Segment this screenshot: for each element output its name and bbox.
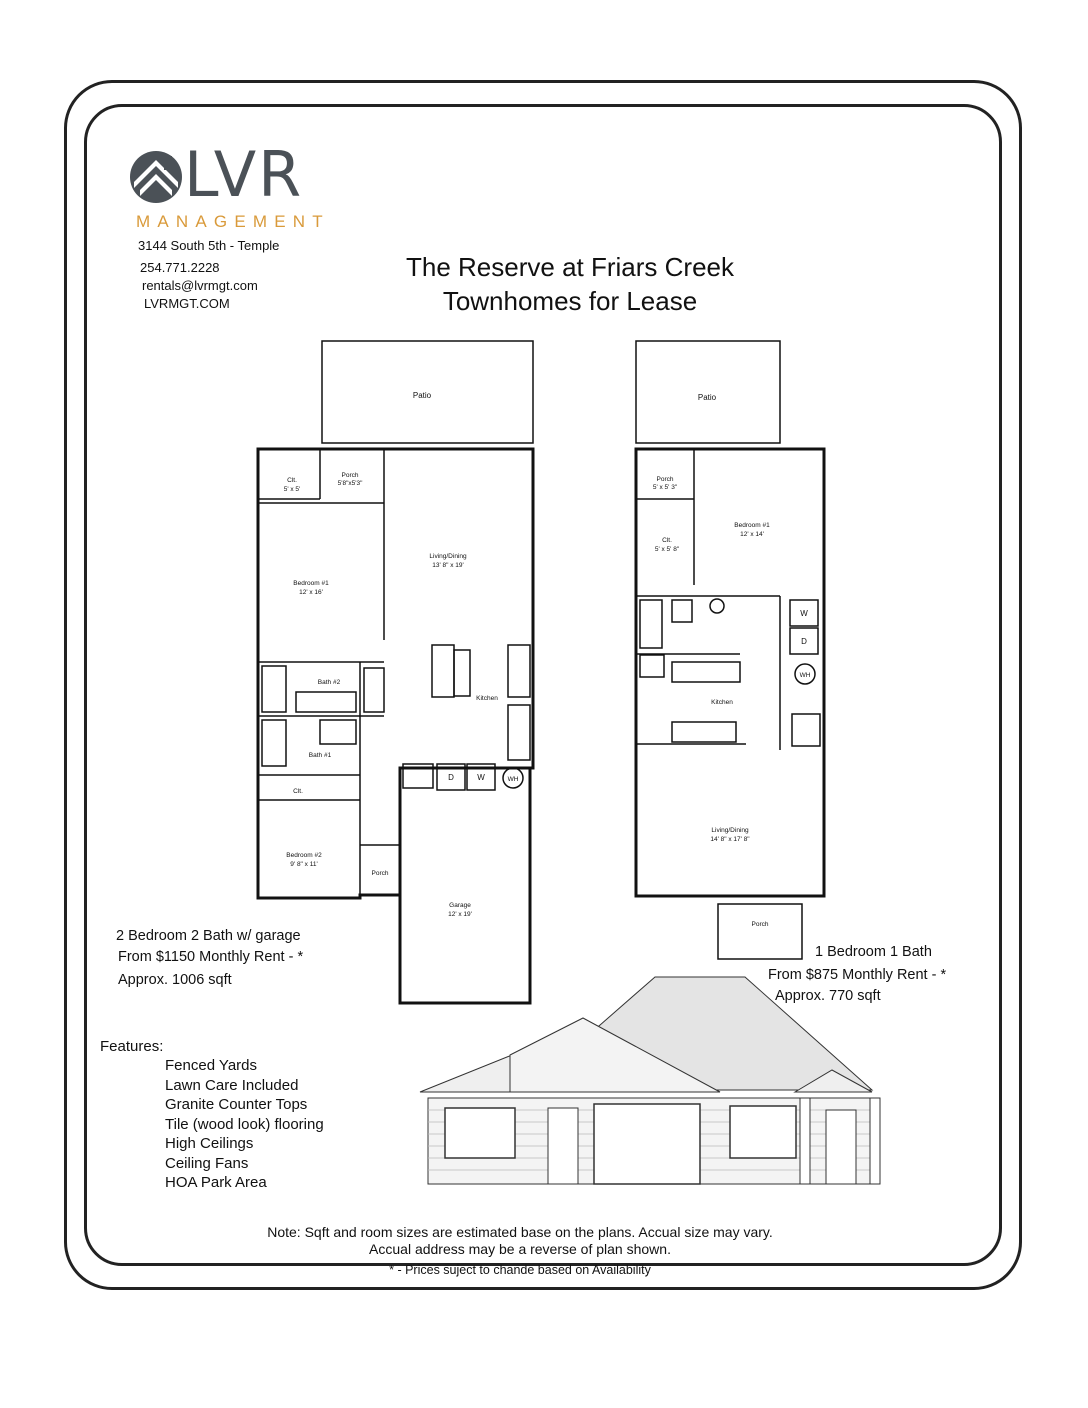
feature-item: Granite Counter Tops xyxy=(165,1096,308,1113)
plan-one-porch-top-size: 5' x 5' 3" xyxy=(653,484,678,491)
feature-item: Tile (wood look) flooring xyxy=(165,1115,324,1133)
title-line-2: Townhomes for Lease xyxy=(442,286,698,316)
plan-one-porch-top-label: Porch xyxy=(657,476,674,483)
plan-two-water-heater-label: WH xyxy=(508,776,519,783)
inner-border xyxy=(84,104,1002,1266)
plan-two-kitchen-label: Kitchen xyxy=(476,695,498,702)
plan-two-headline: 2 Bedroom 2 Bath w/ garage xyxy=(116,928,301,944)
plan-one-exterior-wall xyxy=(634,447,826,898)
plan-one-living-label: Living/Dining xyxy=(711,827,749,834)
plan-two-bedroom2-label: Bedroom #2 xyxy=(286,852,322,859)
plan-two-closet-top-label: Clt. xyxy=(287,477,297,484)
plan-one-bedroom1-label: Bedroom #1 xyxy=(734,522,770,529)
plan-two-porch-top-size: 5'8"x5'3" xyxy=(338,480,363,487)
plan-two-closet-mid-label: Clt. xyxy=(293,788,303,795)
plan-one-patio-label: Patio xyxy=(698,393,717,402)
note-line-3: * - Prices suject to chande based on Ava… xyxy=(389,1263,651,1277)
house-elevation-drawing xyxy=(419,976,881,1185)
plan-two-closet-top-size: 5' x 5' xyxy=(284,486,301,493)
plan-one-headline: 1 Bedroom 1 Bath xyxy=(815,944,932,960)
plan-two-sqft: Approx. 1006 sqft xyxy=(118,972,232,988)
logo-house-mark-icon xyxy=(130,151,182,203)
plan-two-bedroom2-size: 9' 8" x 11' xyxy=(290,861,317,868)
plan-two-exterior-wall xyxy=(256,447,535,900)
feature-item: HOA Park Area xyxy=(165,1174,267,1191)
plan-two-garage-size: 12' x 19' xyxy=(448,911,472,918)
plan-one-closet-label: Clt. xyxy=(662,537,672,544)
plan-two-living-size: 13' 8" x 19' xyxy=(432,562,464,569)
feature-item: Lawn Care Included xyxy=(165,1076,299,1094)
note-line-1: Note: Sqft and room sizes are estimated … xyxy=(267,1224,773,1240)
plan-two-washer-label: W xyxy=(477,773,485,782)
plan-two-living-label: Living/Dining xyxy=(429,553,467,560)
feature-item: Ceiling Fans xyxy=(165,1154,249,1172)
features-list: Fenced Yards Lawn Care Included Granite … xyxy=(165,1056,324,1193)
contact-address: 3144 South 5th - Temple xyxy=(138,238,280,253)
plan-one-porch-bottom-label: Porch xyxy=(752,921,769,928)
page-title: The Reserve at Friars Creek Townhomes fo… xyxy=(340,250,800,318)
plan-one-patio-outline xyxy=(635,340,781,444)
logo-subtitle: MANAGEMENT xyxy=(136,212,330,231)
contact-website[interactable]: LVRMGT.COM xyxy=(144,296,230,311)
feature-item: Fenced Yards xyxy=(165,1057,257,1074)
plan-two-porch-bottom-label: Porch xyxy=(372,870,389,877)
plan-one-dryer-label: D xyxy=(801,637,807,646)
features-heading: Features: xyxy=(100,1038,164,1055)
contact-email[interactable]: rentals@lvrmgt.com xyxy=(142,278,258,293)
plan-one-closet-size: 5' x 5' 8" xyxy=(655,546,680,553)
plan-one-water-heater-label: WH xyxy=(800,672,811,679)
feature-item: High Ceilings xyxy=(165,1135,254,1152)
plan-one-washer-label: W xyxy=(800,609,808,618)
plan-two-garage-wall xyxy=(398,766,532,1005)
plan-one-living-size: 14' 8" x 17' 8" xyxy=(710,836,750,843)
title-line-1: The Reserve at Friars Creek xyxy=(406,252,734,282)
contact-phone: 254.771.2228 xyxy=(140,260,220,275)
logo-wordmark: LVR xyxy=(184,138,304,211)
plan-one-rent: From $875 Monthly Rent - * xyxy=(768,967,947,983)
note-line-2: Accual address may be a reverse of plan … xyxy=(369,1241,671,1257)
plan-two-porch-top-label: Porch xyxy=(342,472,359,479)
plan-one-sqft: Approx. 770 sqft xyxy=(775,988,881,1004)
plan-two-bedroom1-label: Bedroom #1 xyxy=(293,580,329,587)
plan-two-dryer-label: D xyxy=(448,773,454,782)
plan-two-bath2-label: Bath #2 xyxy=(318,679,341,686)
outer-border xyxy=(64,80,1022,1290)
plan-two-rent: From $1150 Monthly Rent - * xyxy=(118,949,304,965)
plan-two-bath1-label: Bath #1 xyxy=(309,752,332,759)
plan-two-patio-label: Patio xyxy=(413,391,432,400)
plan-one-bedroom1-size: 12' x 14' xyxy=(740,531,764,538)
company-logo: LVR MANAGEMENT xyxy=(128,144,323,231)
plan-one-kitchen-label: Kitchen xyxy=(711,699,733,706)
plan-two-patio-outline xyxy=(321,340,534,444)
plan-one-porch-outline xyxy=(717,903,803,960)
plan-two-garage-label: Garage xyxy=(449,902,471,909)
plan-two-bedroom1-size: 12' x 16' xyxy=(299,589,323,596)
